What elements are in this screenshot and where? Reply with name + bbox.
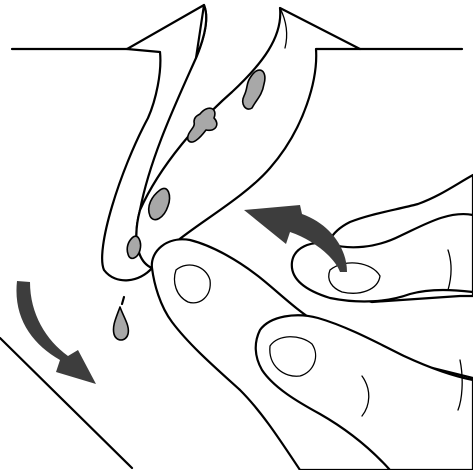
arrow-down <box>16 281 96 384</box>
curved-arrow-icon <box>16 281 96 384</box>
droplet <box>113 307 128 340</box>
droplet-icon <box>113 297 128 340</box>
droplet-streak <box>122 297 124 304</box>
